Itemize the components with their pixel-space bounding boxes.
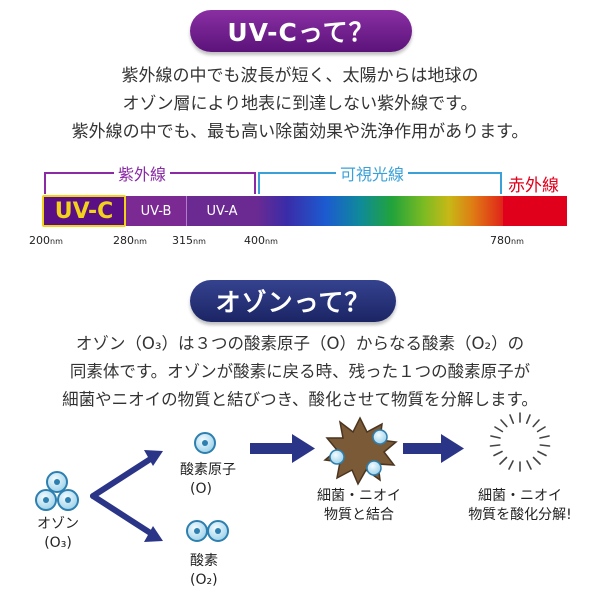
uvb-band: UV-B	[126, 196, 187, 226]
ozone-title: オゾンって？	[215, 288, 371, 317]
uvc-band-label: UV-C	[54, 198, 114, 224]
ozone-title-banner: オゾンって？	[190, 280, 396, 322]
decomposition-burst-icon	[489, 412, 551, 472]
tick-unit: nm	[134, 237, 147, 246]
ozone-reaction-diagram	[35, 412, 551, 542]
uva-band-label: UV-A	[206, 203, 238, 219]
ozone-description-line: オゾン（O₃）は３つの酸素原子（O）からなる酸素（O₂）の	[75, 334, 525, 353]
tick-value: 280	[113, 234, 134, 247]
decomposition-label-line: 物質を酸化分解!	[468, 507, 572, 523]
visible-range-label: 可視光線	[336, 161, 409, 185]
ozone-molecule-icon	[35, 471, 79, 511]
tick-value: 780	[490, 234, 511, 247]
oxygen-molecule-icon	[186, 520, 229, 542]
arrowhead-down-icon	[144, 526, 163, 542]
uvc-title: UV-Cって？	[227, 18, 375, 47]
arrow-right-icon	[403, 434, 464, 463]
ozone-description: オゾン（O₃）は３つの酸素原子（O）からなる酸素（O₂）の 同素体です。オゾンが…	[0, 330, 600, 414]
tick-780: 780nm	[490, 234, 524, 247]
infrared-band	[503, 196, 567, 226]
ozone-formula: (O₃)	[44, 535, 72, 551]
ozone-label: オゾン	[37, 516, 79, 532]
bonding-label-line: 物質と結合	[324, 507, 394, 523]
tick-unit: nm	[265, 237, 278, 246]
oxygen-atom-formula: (O)	[190, 481, 212, 497]
uvc-description-line: オゾン層により地表に到達しない紫外線です。	[122, 94, 478, 114]
tick-400: 400nm	[244, 234, 278, 247]
ozone-description-line: 細菌やニオイの物質と結びつき、酸化させて物質を分解します。	[62, 390, 538, 409]
visible-spectrum-band	[257, 196, 503, 226]
bonding-label-line: 細菌・ニオイ	[317, 488, 401, 504]
split-arrow-icon	[90, 455, 155, 537]
ozone-label-group: オゾン (O₃)	[24, 515, 92, 553]
uva-band: UV-A	[187, 196, 257, 226]
arrowhead-up-icon	[144, 450, 163, 466]
uvc-description-line: 紫外線の中でも、最も高い除菌効果や洗浄作用があります。	[71, 122, 529, 142]
ultraviolet-range-label: 紫外線	[114, 161, 171, 185]
uvc-description-line: 紫外線の中でも波長が短く、太陽からは地球の	[121, 66, 479, 86]
tick-value: 400	[244, 234, 265, 247]
tick-unit: nm	[511, 237, 524, 246]
uvc-description: 紫外線の中でも波長が短く、太陽からは地球の オゾン層により地表に到達しない紫外線…	[0, 62, 600, 146]
decomposition-label-line: 細菌・ニオイ	[478, 488, 562, 504]
oxygen-molecule-formula: (O₂)	[190, 572, 218, 588]
tick-value: 200	[29, 234, 50, 247]
oxygen-molecule-label: 酸素	[190, 553, 218, 569]
oxygen-atom-label: 酸素原子	[180, 462, 236, 478]
tick-value: 315	[172, 234, 193, 247]
tick-unit: nm	[50, 237, 63, 246]
tick-315: 315nm	[172, 234, 206, 247]
uvc-band: UV-C	[42, 195, 126, 227]
bonding-label-group: 細菌・ニオイ 物質と結合	[304, 487, 414, 525]
infrared-range-label: 赤外線	[508, 171, 559, 196]
decomposition-label-group: 細菌・ニオイ 物質を酸化分解!	[456, 487, 584, 525]
oxygen-molecule-label-group: 酸素 (O₂)	[190, 552, 218, 590]
ozone-description-line: 同素体です。オゾンが酸素に戻る時、残った１つの酸素原子が	[69, 362, 531, 381]
oxygen-atom-icon	[194, 432, 216, 454]
tick-200: 200nm	[29, 234, 63, 247]
uvb-band-label: UV-B	[140, 203, 172, 219]
tick-280: 280nm	[113, 234, 147, 247]
uvc-title-banner: UV-Cって？	[190, 10, 412, 52]
oxygen-atom-label-group: 酸素原子 (O)	[180, 461, 236, 499]
germ-bonded-icon	[323, 416, 398, 486]
tick-unit: nm	[193, 237, 206, 246]
arrow-right-icon	[250, 434, 315, 463]
